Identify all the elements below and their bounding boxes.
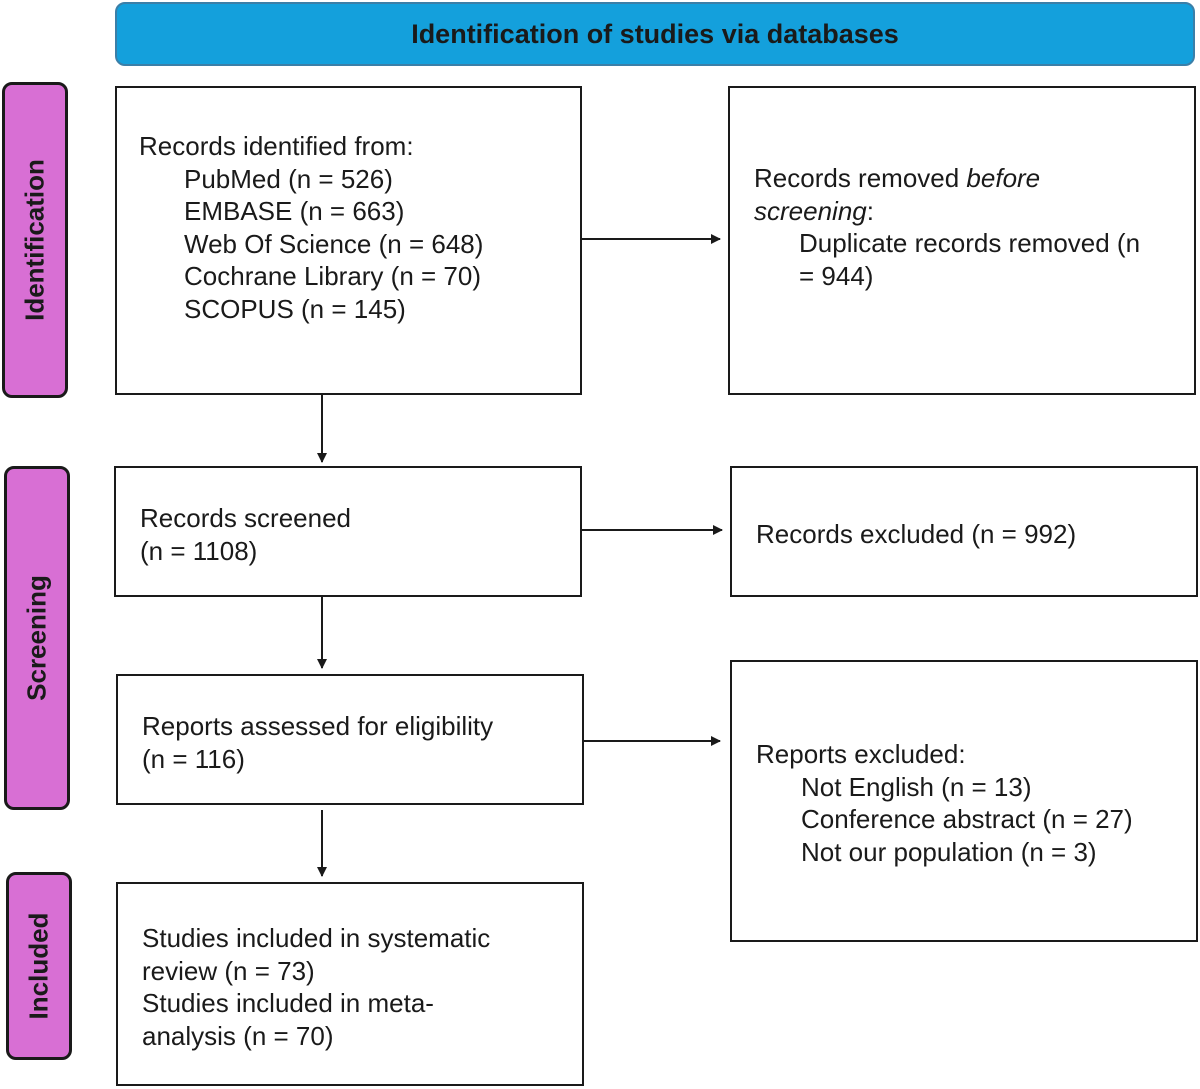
reports-excluded-box: Reports excluded: Not English (n = 13) C… bbox=[730, 660, 1198, 942]
records-removed-heading-before: before bbox=[966, 163, 1041, 193]
studies-meta-line-2: analysis (n = 70) bbox=[142, 1020, 334, 1051]
stage-identification: Identification bbox=[2, 82, 68, 398]
source-web-of-science: Web Of Science (n = 648) bbox=[184, 228, 484, 259]
records-removed-heading-text: Records removed bbox=[754, 163, 967, 193]
studies-systematic-line-2: review (n = 73) bbox=[142, 955, 315, 986]
records-removed-box: Records removed before screening: Duplic… bbox=[728, 86, 1196, 395]
studies-systematic-line-1: Studies included in systematic bbox=[142, 923, 491, 953]
records-screened-count: (n = 1108) bbox=[140, 535, 258, 566]
records-screened-label: Records screened bbox=[140, 503, 351, 533]
studies-meta-line-1: Studies included in meta- bbox=[142, 988, 434, 1018]
header-banner: Identification of studies via databases bbox=[115, 2, 1195, 66]
duplicates-removed-line-2: = 944) bbox=[799, 260, 874, 291]
records-excluded-box: Records excluded (n = 992) bbox=[730, 466, 1198, 597]
records-removed-heading-colon: : bbox=[866, 195, 874, 226]
records-identified-box: Records identified from: PubMed (n = 526… bbox=[115, 86, 582, 395]
records-screened-box: Records screened (n = 1108) bbox=[114, 466, 582, 597]
source-scopus: SCOPUS (n = 145) bbox=[184, 293, 406, 324]
source-pubmed: PubMed (n = 526) bbox=[184, 163, 393, 194]
reports-assessed-label: Reports assessed for eligibility bbox=[142, 711, 494, 741]
source-embase: EMBASE (n = 663) bbox=[184, 196, 405, 226]
source-cochrane: Cochrane Library (n = 70) bbox=[184, 261, 481, 291]
stage-included: Included bbox=[6, 872, 72, 1060]
records-removed-heading-screening: screening bbox=[754, 195, 867, 226]
studies-included-box: Studies included in systematic review (n… bbox=[116, 882, 584, 1086]
records-removed-heading-cont: screening: bbox=[754, 195, 1194, 228]
reason-not-english: Not English (n = 13) bbox=[801, 771, 1032, 802]
reason-conference-abstract: Conference abstract (n = 27) bbox=[801, 804, 1133, 834]
reason-not-our-population: Not our population (n = 3) bbox=[801, 836, 1097, 867]
reports-assessed-box: Reports assessed for eligibility (n = 11… bbox=[116, 674, 584, 805]
stage-screening: Screening bbox=[4, 466, 70, 810]
duplicates-removed-line-1: Duplicate records removed (n bbox=[799, 228, 1141, 258]
records-identified-heading: Records identified from: bbox=[139, 131, 414, 161]
banner-title: Identification of studies via databases bbox=[411, 18, 899, 49]
reports-assessed-count: (n = 116) bbox=[142, 743, 245, 774]
records-removed-heading: Records removed before bbox=[754, 162, 1194, 195]
records-excluded-label: Records excluded (n = 992) bbox=[756, 519, 1077, 549]
reports-excluded-heading: Reports excluded: bbox=[756, 739, 966, 769]
